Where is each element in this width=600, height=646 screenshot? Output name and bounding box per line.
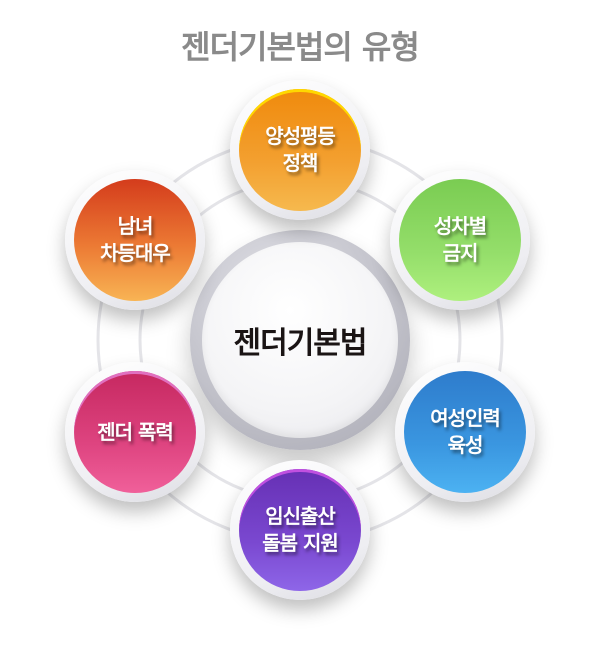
- node-lower-left-label: 젠더 폭력: [97, 419, 174, 444]
- node-top: 양성평등 정책: [230, 80, 370, 220]
- node-bottom-label: 임신출산 돌봄 지원: [262, 504, 339, 555]
- node-lower-right-face: 여성인력 육성: [404, 371, 526, 493]
- node-bottom-face: 임신출산 돌봄 지원: [239, 469, 361, 591]
- node-upper-right-face: 성차별 금지: [399, 179, 521, 301]
- node-upper-left-face: 남녀 차등대우: [74, 179, 196, 301]
- node-upper-left: 남녀 차등대우: [65, 170, 205, 310]
- diagram-title: 젠더기본법의 유형: [181, 28, 420, 66]
- node-lower-right: 여성인력 육성: [395, 362, 535, 502]
- node-lower-left: 젠더 폭력: [65, 362, 205, 502]
- center-hub-face: 젠더기본법: [202, 242, 398, 438]
- node-lower-right-label: 여성인력 육성: [430, 406, 501, 457]
- node-top-face: 양성평등 정책: [239, 89, 361, 211]
- node-upper-right-label: 성차별 금지: [433, 214, 487, 265]
- node-lower-left-face: 젠더 폭력: [74, 371, 196, 493]
- node-top-label: 양성평등 정책: [265, 124, 336, 175]
- center-hub-label: 젠더기본법: [233, 326, 368, 361]
- node-bottom: 임신출산 돌봄 지원: [230, 460, 370, 600]
- node-upper-left-label: 남녀 차등대우: [100, 214, 171, 265]
- node-upper-right: 성차별 금지: [390, 170, 530, 310]
- center-hub: 젠더기본법: [190, 230, 410, 450]
